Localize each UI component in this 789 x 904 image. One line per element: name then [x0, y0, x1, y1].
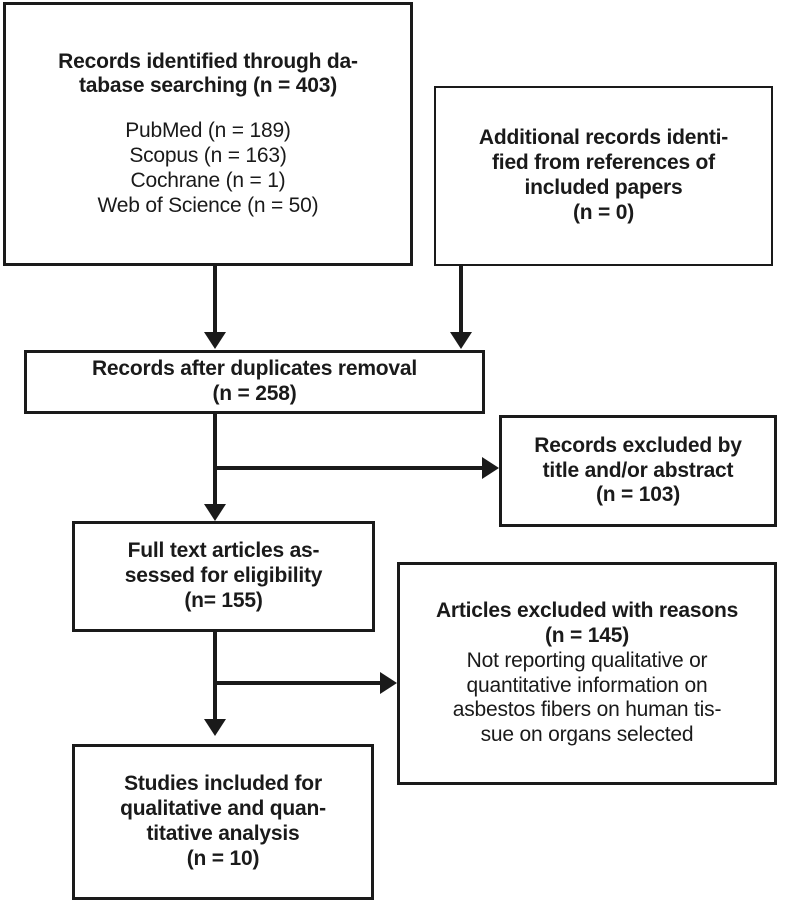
box-title: Articles excluded with reasons (n = 145) — [435, 599, 739, 647]
box-title: Studies included for qualitative and qua… — [120, 772, 326, 870]
box-studies-included: Studies included for qualitative and qua… — [72, 744, 374, 900]
arrowhead-identified-to-duplicates — [204, 332, 226, 349]
box-records-excluded-title-abstract: Records excluded by title and/or abstrac… — [499, 415, 777, 527]
arrowhead-to-excluded-with-reasons — [380, 672, 397, 694]
arrowhead-to-excluded-title-abstract — [482, 457, 499, 479]
connector-line-to-excluded-with-reasons — [213, 681, 383, 685]
box-additional-records-identified: Additional records identi- fied from ref… — [434, 86, 773, 266]
connector-line-duplicates-to-fulltext — [213, 414, 217, 506]
connector-line-to-excluded-title-abstract — [213, 466, 485, 470]
box-records-after-duplicates: Records after duplicates removal (n = 25… — [24, 350, 485, 414]
box-title: Full text articles as- sessed for eligib… — [124, 539, 323, 612]
arrowhead-duplicates-to-fulltext — [204, 504, 226, 521]
box-details: PubMed (n = 189) Scopus (n = 163) Cochra… — [97, 119, 319, 217]
connector-line-additional-to-duplicates — [459, 266, 463, 334]
arrowhead-additional-to-duplicates — [450, 332, 472, 349]
box-title: Records excluded by title and/or abstrac… — [534, 433, 742, 507]
box-full-text-assessed: Full text articles as- sessed for eligib… — [72, 521, 375, 632]
box-articles-excluded-with-reasons: Articles excluded with reasons (n = 145)… — [397, 562, 777, 785]
box-title: Records identified through da- tabase se… — [58, 49, 358, 98]
arrowhead-fulltext-to-included — [204, 719, 226, 736]
box-title: Records after duplicates removal (n = 25… — [91, 357, 418, 405]
connector-line-identified-to-duplicates — [213, 266, 217, 334]
box-records-identified-database: Records identified through da- tabase se… — [3, 2, 413, 266]
box-title: Additional records identi- fied from ref… — [478, 126, 729, 224]
connector-line-fulltext-to-included — [213, 632, 217, 721]
box-details: Not reporting qualitative or quantitativ… — [452, 648, 722, 747]
